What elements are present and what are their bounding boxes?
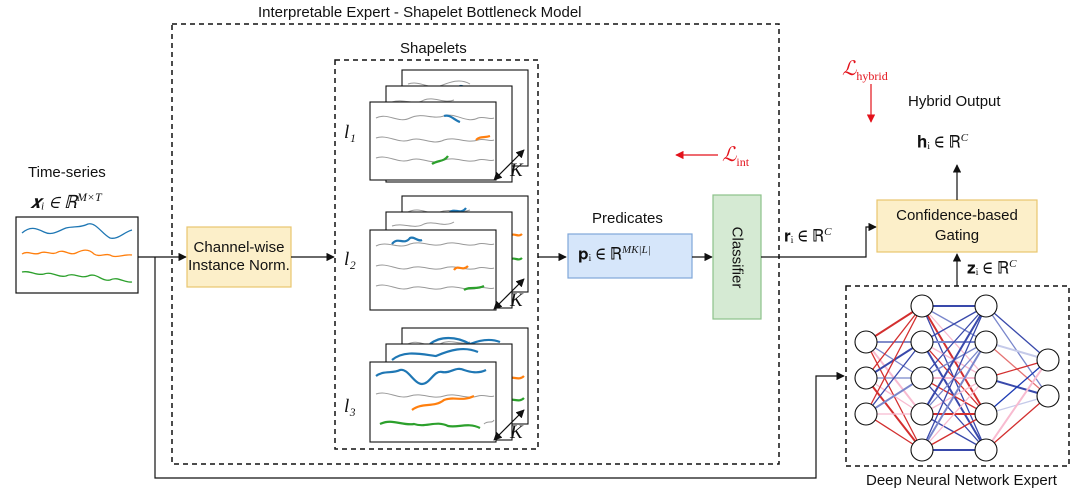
input-series-blue: [21, 223, 133, 239]
arrow-classifier-to-gating: [761, 222, 877, 258]
dnn-edge: [921, 413, 987, 451]
input-series-box: [15, 216, 139, 294]
dnn-edge: [865, 305, 923, 379]
k-label-2: K: [510, 290, 523, 311]
gating-box: Confidence-based Gating: [877, 200, 1037, 252]
r-vector: 𝐫ᵢ ∈ ℝC: [784, 226, 832, 246]
dnn-edge: [921, 377, 987, 451]
dnn-edge: [865, 341, 923, 415]
dnn-neuron: [974, 366, 998, 390]
k-label-3: K: [510, 422, 523, 443]
dnn-neuron: [910, 438, 934, 462]
norm-box: Channel-wise Instance Norm.: [187, 227, 291, 287]
dnn-edge: [921, 341, 987, 451]
gating-line1: Confidence-based: [896, 207, 1018, 224]
arrow-input-to-dnn: [154, 257, 845, 479]
shapelet-group-1: [369, 69, 529, 183]
dnn-neuron: [974, 438, 998, 462]
z-vector: 𝐳ᵢ ∈ ℝC: [967, 258, 1017, 278]
shapelets-frame: [334, 59, 539, 450]
interpretable-expert-title: Interpretable Expert - Shapelet Bottlene…: [258, 4, 582, 21]
dnn-neuron: [974, 330, 998, 354]
dnn-label: Deep Neural Network Expert: [866, 472, 1057, 489]
shapelet-group-3: [369, 327, 529, 443]
k-arrow-2: [493, 278, 525, 310]
dnn-edge: [985, 359, 1049, 415]
dnn-edges: [865, 305, 1049, 451]
k-arrow-3: [493, 409, 525, 441]
dnn-edge: [985, 359, 1049, 451]
norm-box-line1: Channel-wise: [193, 239, 285, 256]
dnn-neuron: [974, 294, 998, 318]
predicates-math: 𝐩ᵢ ∈ ℝMK|L|: [578, 244, 651, 264]
input-series-green: [21, 270, 133, 283]
dnn-edge: [865, 305, 923, 415]
predicates-box-shape: [567, 233, 693, 279]
shapelet-group-3-label: l₃: [344, 396, 356, 417]
dnn-frame: [845, 285, 1070, 467]
dnn-edge: [985, 305, 1049, 361]
dnn-edge: [921, 305, 987, 415]
loss-int: ℒint: [722, 144, 750, 169]
dnn-edge: [985, 395, 1049, 451]
input-label: Time-series: [28, 164, 106, 181]
dnn-neuron: [910, 294, 934, 318]
dnn-neuron: [974, 402, 998, 426]
dnn-edge: [921, 305, 987, 379]
shapelet-group-2-label: l₂: [344, 249, 356, 270]
dnn-neuron: [1036, 348, 1060, 372]
dnn-neuron: [1036, 384, 1060, 408]
shapelet-group-1-label: l₁: [344, 122, 356, 143]
classifier-box-shape: [712, 194, 762, 320]
classifier-label: Classifier: [728, 226, 746, 288]
hybrid-output-label: Hybrid Output: [908, 93, 1001, 110]
k-arrow-1: [493, 149, 525, 181]
input-series-orange: [21, 249, 133, 258]
interpretable-expert-frame: [171, 23, 780, 465]
norm-box-line2: Instance Norm.: [188, 257, 290, 274]
shapelet-group-2: [369, 195, 529, 311]
dnn-neuron: [854, 402, 878, 426]
input-math: 𝒙ᵢ ∈ ℝM×T: [30, 190, 102, 212]
dnn-neuron: [910, 366, 934, 390]
hybrid-output-math: 𝐡ᵢ ∈ ℝC: [917, 132, 969, 152]
shapelets-label: Shapelets: [400, 40, 467, 57]
dnn-neuron: [910, 330, 934, 354]
gating-line2: Gating: [934, 227, 980, 244]
loss-hybrid: ℒhybrid: [842, 58, 888, 83]
norm-box-shape: [186, 226, 292, 288]
dnn-edge: [921, 305, 987, 451]
classifier-box: Classifier: [713, 195, 761, 319]
dnn-neuron: [910, 402, 934, 426]
k-label-1: K: [510, 160, 523, 181]
dnn-edge: [921, 305, 987, 343]
gating-box-shape: [876, 199, 1038, 253]
predicates-label: Predicates: [592, 210, 663, 227]
dnn-nodes: [854, 294, 1060, 462]
dnn-neuron: [854, 330, 878, 354]
dnn-neuron: [854, 366, 878, 390]
